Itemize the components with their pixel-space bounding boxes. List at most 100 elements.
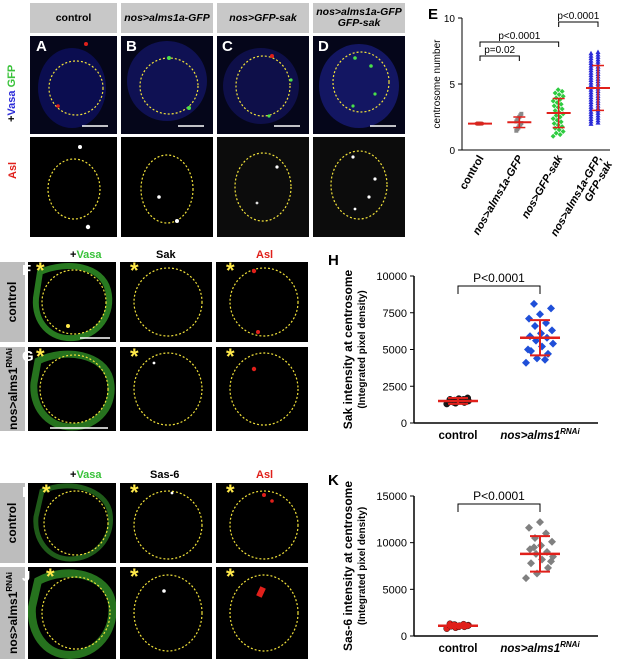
asterisk-G1-icon: * — [36, 344, 45, 369]
data-point — [553, 112, 559, 118]
data-point — [588, 53, 594, 58]
data-point — [548, 326, 556, 335]
y-tick-label: 0 — [449, 146, 455, 157]
image-J-sas6 — [120, 567, 212, 659]
header-gfp-sak: nos>GFP-sak — [217, 3, 309, 33]
data-point — [595, 59, 601, 64]
data-point — [525, 314, 533, 323]
panel-letter-D: D — [318, 38, 329, 55]
data-point — [552, 90, 558, 96]
data-point — [588, 101, 594, 107]
asterisk-I1-icon: * — [42, 480, 51, 505]
data-point — [588, 70, 594, 75]
channel-label-vasa-gfp: +Vasa GFP — [6, 64, 18, 122]
data-point — [588, 104, 594, 109]
data-point — [541, 355, 549, 364]
panel-letter-I: I — [22, 484, 27, 501]
significance-bracket — [457, 503, 541, 512]
image-D-asl — [313, 137, 405, 237]
data-point — [525, 523, 533, 532]
row-F-label: control — [5, 281, 19, 323]
significance-bracket — [479, 41, 560, 47]
data-point — [588, 50, 594, 56]
y-tick-label: 5 — [449, 80, 455, 91]
data-point — [588, 109, 594, 114]
panel-letter-H: H — [328, 252, 339, 269]
data-point — [588, 94, 594, 100]
y-tick-label: 15000 — [376, 491, 407, 503]
data-point — [588, 82, 594, 87]
data-point — [588, 114, 594, 119]
panel-letter-J: J — [22, 568, 31, 585]
significance-label: P<0.0001 — [473, 489, 525, 503]
significance-label: p=0.02 — [484, 45, 515, 56]
data-point — [595, 54, 601, 59]
x-tick-label: control — [439, 430, 478, 442]
y-axis-label-2: (Integrated pixel density) — [357, 507, 368, 625]
data-point — [588, 87, 594, 92]
y-axis-label: centrosome number — [432, 39, 443, 129]
data-point — [554, 100, 560, 106]
y-tick-label: 7500 — [383, 308, 407, 320]
image-B-asl — [121, 137, 213, 237]
y-tick-label: 5000 — [383, 584, 407, 596]
data-point — [588, 99, 594, 104]
significance-bracket — [558, 21, 599, 27]
bottom-col-header-vasa: +Vasa — [70, 469, 102, 481]
data-point — [588, 77, 594, 83]
row-J-label: nos>alms1RNAi — [5, 572, 20, 654]
panel-letter-F: F — [22, 262, 32, 279]
asterisk-G3-icon: * — [226, 344, 235, 369]
data-point — [595, 110, 601, 115]
panel-letter-E: E — [428, 6, 439, 23]
channel-label-asl: Asl — [7, 161, 19, 179]
data-point — [588, 58, 594, 63]
data-point — [530, 299, 538, 308]
bottom-col-header-sas6: Sas-6 — [150, 469, 180, 481]
data-point — [550, 98, 556, 104]
row-I-label: control — [5, 502, 19, 544]
asterisk-F3-icon: * — [226, 258, 235, 283]
y-tick-label: 10000 — [376, 271, 407, 283]
data-point — [588, 118, 594, 124]
data-point — [588, 92, 594, 97]
image-F-vasa — [28, 262, 116, 342]
asterisk-J2-icon: * — [130, 564, 139, 589]
data-point — [588, 89, 594, 95]
data-point — [558, 119, 564, 125]
data-point — [524, 345, 532, 354]
data-point — [530, 543, 538, 552]
y-tick-label: 0 — [401, 631, 407, 643]
image-J-vasa — [28, 567, 116, 659]
data-point — [547, 557, 555, 566]
image-A-merge — [30, 36, 117, 134]
data-point — [550, 133, 556, 139]
asterisk-F1-icon: * — [36, 258, 45, 283]
y-tick-label: 0 — [401, 418, 407, 430]
data-point — [536, 310, 544, 319]
data-point — [527, 559, 535, 568]
panel-letter-G: G — [22, 348, 34, 365]
panel-letter-C: C — [222, 38, 233, 55]
data-point — [544, 563, 552, 572]
data-point — [549, 339, 557, 348]
data-point — [588, 75, 594, 80]
significance-label: P<0.0001 — [473, 271, 525, 285]
y-tick-label: 5000 — [383, 345, 407, 357]
data-point — [595, 120, 601, 125]
data-point — [556, 92, 562, 98]
image-I-asl — [216, 483, 308, 563]
row-G-label-band — [0, 347, 25, 431]
data-point — [522, 358, 530, 367]
row-G-label: nos>alms1RNAi — [5, 348, 20, 430]
data-point — [560, 128, 566, 134]
panel-letter-B: B — [126, 38, 137, 55]
asterisk-G2-icon: * — [130, 344, 139, 369]
asterisk-I2-icon: * — [130, 480, 139, 505]
mid-col-header-asl: Asl — [256, 249, 274, 261]
y-axis-label: Sak intensity at centrosome — [341, 269, 355, 429]
image-I-sas6 — [120, 483, 212, 563]
image-C-merge — [217, 36, 309, 134]
significance-bracket — [457, 285, 541, 294]
